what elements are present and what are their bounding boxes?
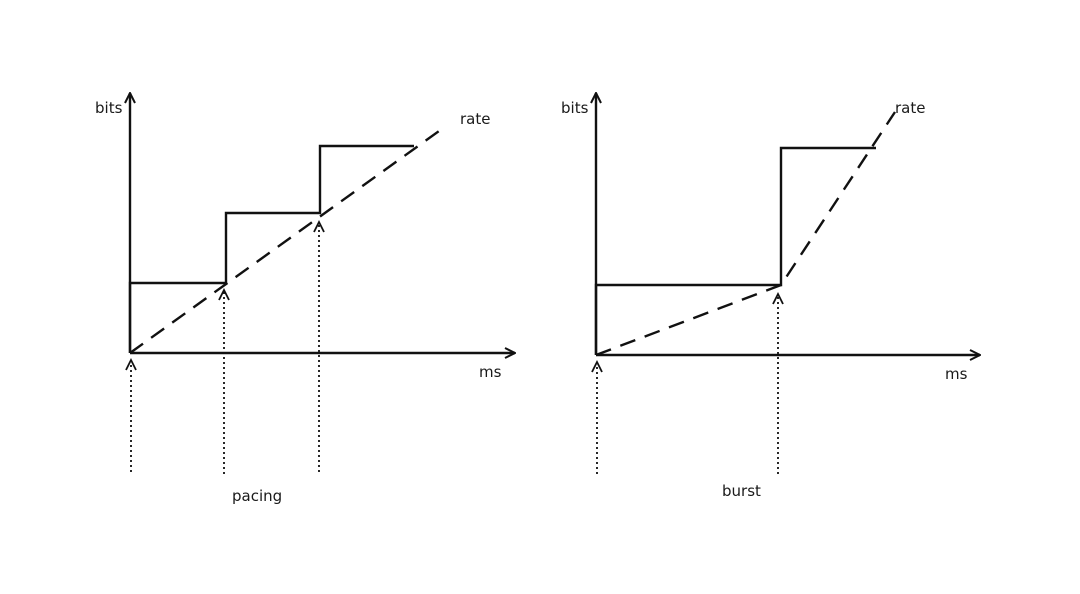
- x-axis-label: ms: [479, 363, 502, 381]
- packet-marker: [772, 291, 784, 474]
- burst-caption: burst: [722, 482, 761, 500]
- x-axis-label: ms: [945, 365, 968, 383]
- packet-marker: [313, 219, 325, 472]
- packet-marker: [125, 357, 137, 472]
- rate-line: [595, 111, 897, 357]
- pacing-caption: pacing: [232, 487, 282, 505]
- bits-step-line: [128, 144, 414, 353]
- rate-label: rate: [460, 110, 490, 128]
- burst-panel: bits ms rate burst: [561, 93, 980, 500]
- packet-marker: [218, 287, 230, 474]
- packet-marker: [591, 359, 603, 474]
- pacing-panel: bits ms rate pacing: [95, 93, 515, 505]
- y-axis-label: bits: [561, 99, 589, 117]
- rate-label: rate: [895, 99, 925, 117]
- bits-step-line: [594, 146, 876, 355]
- rate-line: [129, 125, 447, 354]
- y-axis-label: bits: [95, 99, 123, 117]
